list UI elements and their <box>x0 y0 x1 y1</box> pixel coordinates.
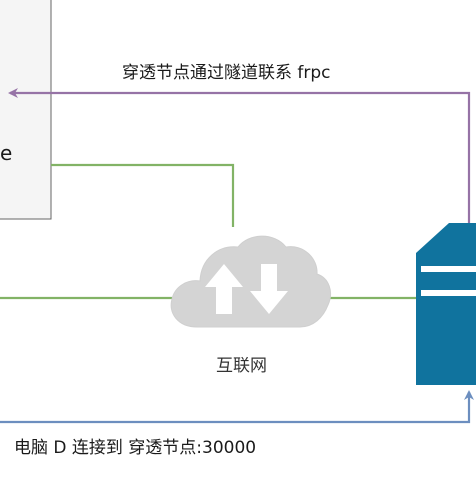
tunnel-link-label: 穿透节点通过隧道联系 frpc <box>122 63 331 83</box>
arrow-down-icon <box>250 264 288 314</box>
tunnel-connection-line <box>8 88 471 223</box>
server-icon[interactable] <box>416 223 476 385</box>
pc-connect-label: 电脑 D 连接到 穿透节点:30000 <box>14 438 257 458</box>
arrow-up-icon <box>205 264 243 314</box>
server-slot <box>421 290 476 296</box>
node-partial-label: e <box>0 141 13 165</box>
frpc-node-box[interactable] <box>0 0 52 220</box>
box-to-cloud-line <box>51 163 235 227</box>
server-slot <box>421 266 476 272</box>
pc-connect-line <box>0 390 474 424</box>
cloud-icon <box>170 235 331 328</box>
internet-label: 互联网 <box>216 356 267 376</box>
